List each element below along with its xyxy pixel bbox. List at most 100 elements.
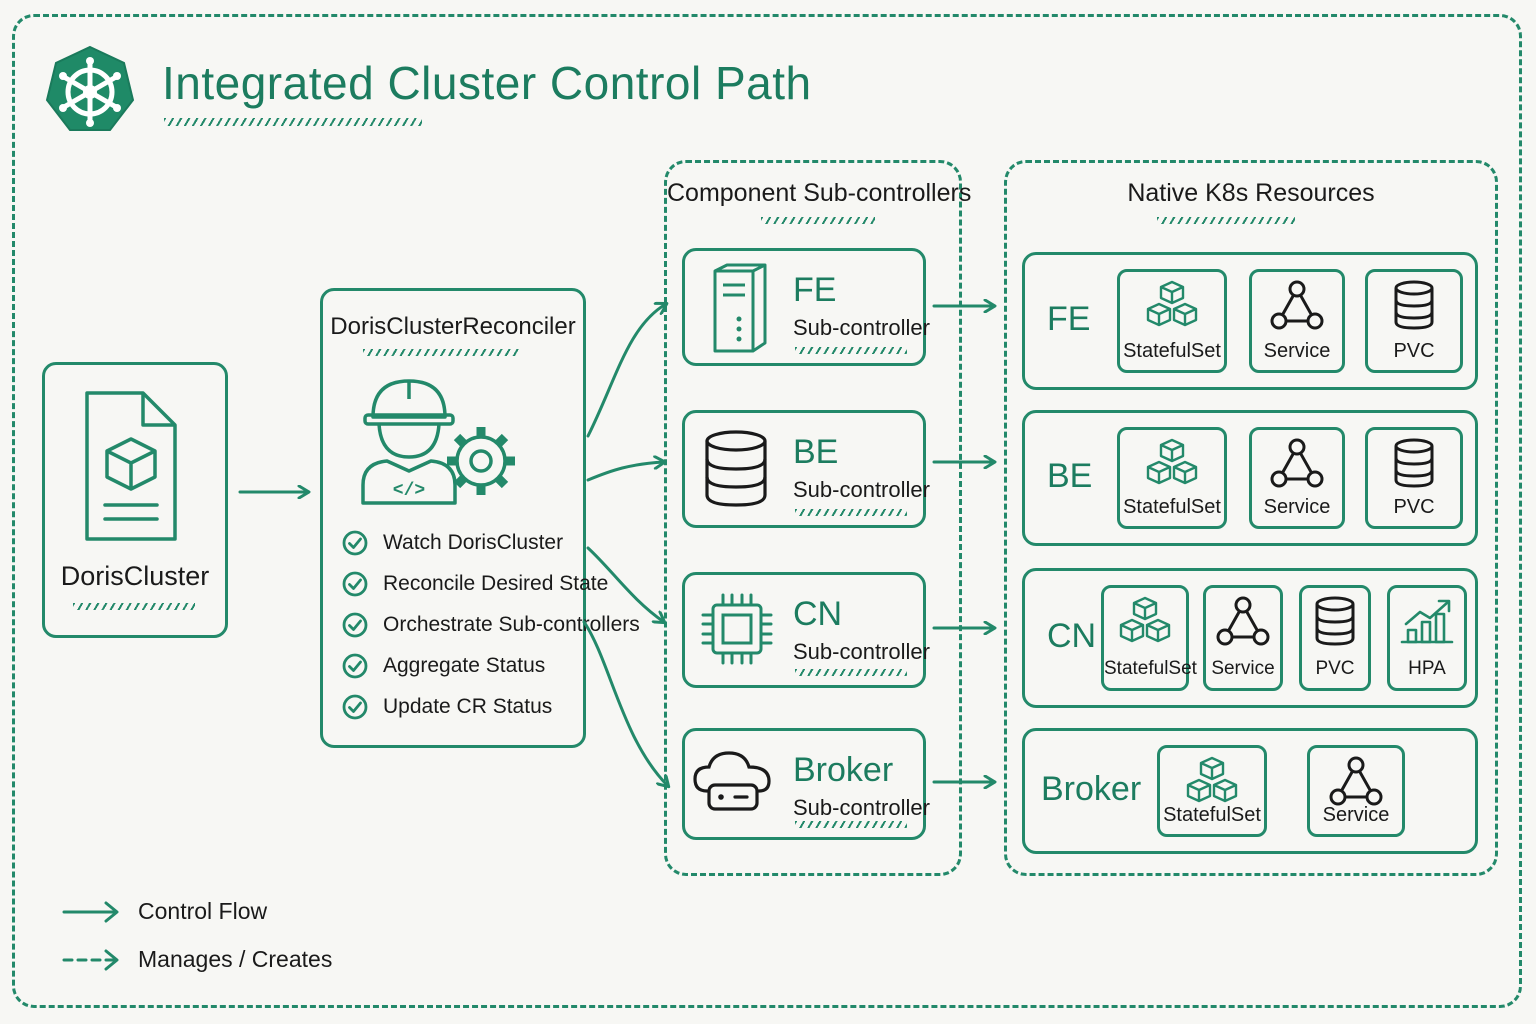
database-icon <box>1392 438 1436 495</box>
resource-label: Service <box>1263 340 1331 362</box>
subcontroller-fe: FE Sub-controller <box>682 248 930 366</box>
engineer-gear-icon: </> <box>361 379 515 505</box>
resource-label: PVC <box>1315 658 1355 679</box>
subcontroller-sub-label: Sub-controller <box>793 315 930 340</box>
resource-statefulset: StatefulSet <box>1157 745 1267 837</box>
resource-pvc: PVC <box>1365 427 1463 529</box>
resource-label: PVC <box>1393 340 1435 362</box>
resource-row-name: BE <box>1047 457 1093 495</box>
legend-arrows <box>62 901 119 971</box>
resource-statefulset: StatefulSet <box>1101 585 1197 691</box>
resources-group: Native K8s Resources <box>1004 160 1498 876</box>
resource-row-name: Broker <box>1041 770 1142 808</box>
step-item: Watch DorisCluster <box>341 529 581 559</box>
cubes-icon <box>1183 756 1241 813</box>
resource-service: Service <box>1249 269 1345 373</box>
check-circle-icon <box>341 693 369 726</box>
resource-service: Service <box>1203 585 1283 691</box>
resources-title: Native K8s Resources <box>1127 179 1375 207</box>
resource-label: StatefulSet <box>1123 496 1221 518</box>
reconciler-box: DorisClusterReconciler </> Wat <box>320 288 640 748</box>
resource-label: Service <box>1322 804 1390 826</box>
document-cube-icon <box>85 391 177 541</box>
subcontrollers-group: Component Sub-controllers <box>664 160 972 876</box>
resource-row-cn: CN StatefulSet Service PVC HPA <box>1022 568 1478 708</box>
network-triangle-icon <box>1269 280 1325 337</box>
doriscluster-box: DorisCluster <box>42 362 228 638</box>
cubes-icon <box>1143 438 1201 495</box>
cloud-icon <box>691 747 775 824</box>
network-triangle-icon <box>1328 756 1384 813</box>
legend-manages-creates: Manages / Creates <box>138 946 333 972</box>
page-title: Integrated Cluster Control Path <box>162 57 812 109</box>
resource-label: StatefulSet <box>1123 340 1221 362</box>
step-item: Orchestrate Sub-controllers <box>341 611 640 644</box>
resource-label: HPA <box>1408 658 1446 679</box>
subcontroller-sub-label: Sub-controller <box>793 795 930 820</box>
resource-statefulset: StatefulSet <box>1117 269 1227 373</box>
subcontroller-name: FE <box>793 271 837 309</box>
subcontroller-name: BE <box>793 433 839 471</box>
step-item: Aggregate Status <box>341 652 581 682</box>
arrow-to-be <box>586 462 664 482</box>
hatch-underline <box>761 217 875 224</box>
svg-text:</>: </> <box>393 481 425 501</box>
hatch-underline <box>363 349 521 356</box>
resource-label: Service <box>1263 496 1331 518</box>
doriscluster-label: DorisCluster <box>60 561 210 591</box>
step-label: Reconcile Desired State <box>383 572 609 595</box>
hatch-underline <box>795 347 907 354</box>
arrow-to-fe <box>586 304 666 438</box>
resource-pvc: PVC <box>1365 269 1463 373</box>
outer-frame <box>12 14 1522 1008</box>
arrow-to-cn <box>586 546 664 622</box>
subcontroller-sub-label: Sub-controller <box>793 639 930 664</box>
resource-pvc: PVC <box>1299 585 1371 691</box>
step-item: Reconcile Desired State <box>341 570 608 600</box>
arrow-to-broker <box>582 620 668 786</box>
resource-label: StatefulSet <box>1104 658 1197 679</box>
resource-statefulset: StatefulSet <box>1117 427 1227 529</box>
hatch-underline <box>795 669 907 676</box>
resource-service: Service <box>1249 427 1345 529</box>
database-icon <box>701 429 771 514</box>
cubes-icon <box>1143 280 1201 337</box>
title-underline <box>164 118 422 126</box>
resource-row-fe: FE StatefulSet Service PVC <box>1022 252 1478 390</box>
subcontroller-be: BE Sub-controller <box>682 410 930 528</box>
network-triangle-icon <box>1269 438 1325 495</box>
reconciler-title: DorisClusterReconciler <box>330 313 576 340</box>
resource-label: PVC <box>1393 496 1435 518</box>
network-triangle-icon <box>1215 596 1271 653</box>
subcontroller-sub-label: Sub-controller <box>793 477 930 502</box>
bar-chart-up-icon <box>1398 596 1456 653</box>
step-label: Watch DorisCluster <box>383 531 564 554</box>
subcontroller-name: Broker <box>793 751 894 789</box>
resource-label: Service <box>1211 658 1275 679</box>
resource-row-name: FE <box>1047 300 1091 338</box>
step-label: Aggregate Status <box>383 654 546 677</box>
subcontroller-name: CN <box>793 595 843 633</box>
resource-label: StatefulSet <box>1163 804 1261 826</box>
hatch-underline <box>73 603 195 610</box>
hatch-underline <box>795 821 907 828</box>
step-label: Orchestrate Sub-controllers <box>383 613 640 636</box>
kubernetes-logo-icon <box>45 45 135 131</box>
resource-hpa: HPA <box>1387 585 1467 691</box>
database-icon <box>1392 280 1436 337</box>
server-icon <box>701 263 771 360</box>
step-item: Update CR Status <box>341 693 581 723</box>
cpu-chip-icon <box>699 591 775 672</box>
resource-row-name: CN <box>1047 617 1097 655</box>
check-circle-icon <box>341 529 369 562</box>
legend-control-flow: Control Flow <box>138 898 268 924</box>
hatch-underline <box>795 509 907 516</box>
check-circle-icon <box>341 611 369 644</box>
subcontrollers-title: Component Sub-controllers <box>667 179 972 207</box>
resource-row-be: BE StatefulSet Service PVC <box>1022 410 1478 546</box>
check-circle-icon <box>341 652 369 685</box>
cubes-icon <box>1116 596 1174 653</box>
